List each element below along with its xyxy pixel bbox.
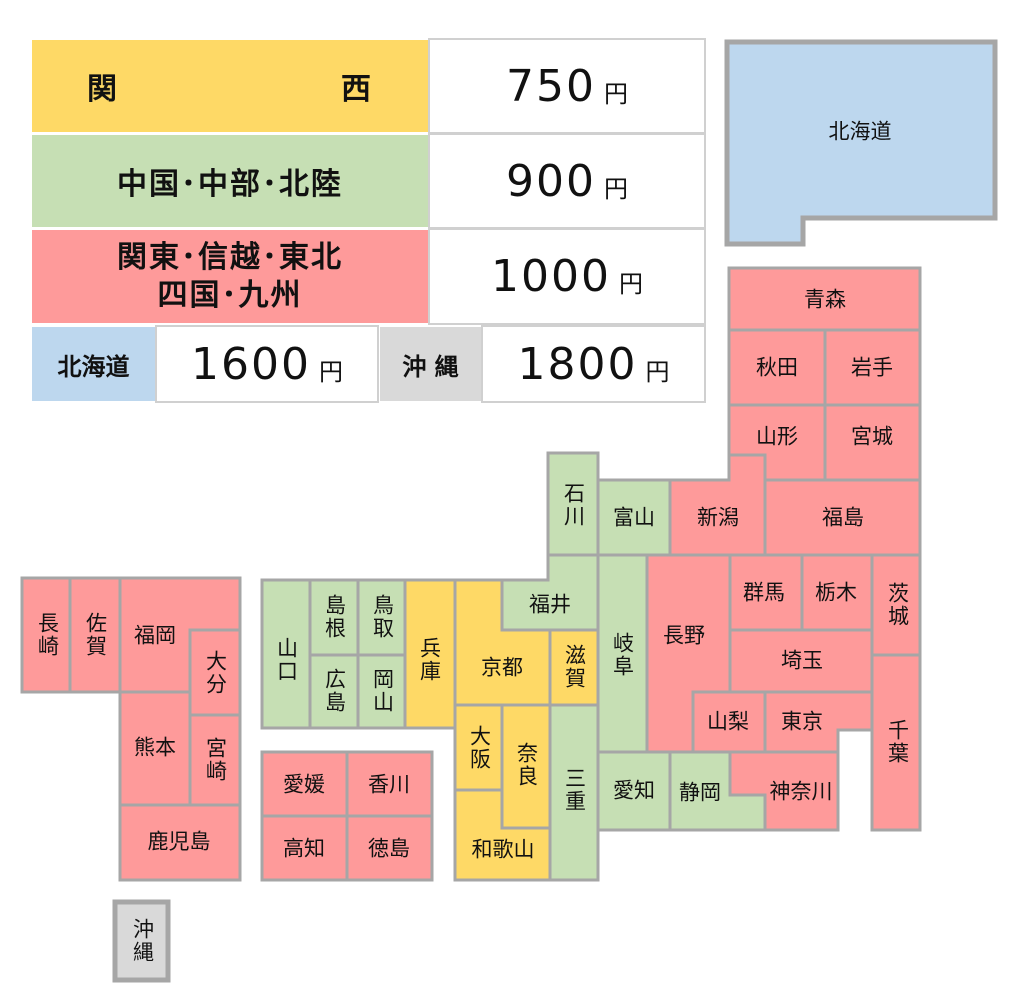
- prefecture-area: [453, 788, 552, 882]
- prefecture-label: 高知: [283, 836, 325, 861]
- yen-unit: 円: [603, 174, 628, 203]
- prefecture-label: 広島: [322, 668, 347, 714]
- kansai-char-1: 関: [87, 72, 119, 107]
- region-kanto-label: 関東･信越･東北 四国･九州: [32, 230, 428, 323]
- prefecture-label: 神奈川: [769, 779, 833, 804]
- prefecture-label: 奈良: [514, 742, 539, 788]
- prefecture-label: 東京: [781, 709, 823, 734]
- kanto-label-line-1: 関東･信越･東北: [117, 240, 343, 275]
- prefecture-label: 島根: [322, 594, 347, 640]
- prefecture-label: 埼玉: [781, 648, 823, 673]
- region-okinawa-label: 沖 縄: [380, 327, 481, 401]
- price-value: 900: [506, 155, 596, 207]
- prefecture-label: 鹿児島: [147, 829, 211, 854]
- prefecture-label: 滋賀: [562, 644, 587, 690]
- prefecture-label: 山形: [756, 424, 798, 449]
- region-hokkaido-label: 北海道: [32, 327, 155, 401]
- okinawa-label: 沖 縄: [402, 352, 459, 381]
- prefecture-area: [870, 653, 922, 832]
- kanto-label-line-2: 四国･九州: [157, 277, 303, 313]
- prefecture-label: 山梨: [707, 709, 749, 734]
- prefecture-label: 愛媛: [283, 772, 325, 797]
- prefecture-label: 岐阜: [610, 632, 635, 678]
- hokkaido-label: 北海道: [57, 352, 130, 381]
- prefecture-label: 青森: [804, 287, 846, 312]
- prefecture-label: 三重: [562, 767, 587, 813]
- region-chubu-label: 中国･中部･北陸: [32, 135, 428, 227]
- prefecture-label: 山口: [274, 637, 299, 683]
- prefecture-area: [356, 653, 407, 730]
- prefecture-label: 北海道: [828, 119, 892, 144]
- prefecture-label: 栃木: [815, 580, 857, 605]
- prefecture-label: 岩手: [851, 355, 893, 380]
- prefecture-area: [118, 803, 242, 882]
- prefecture-area: [724, 39, 998, 247]
- prefecture-label: 京都: [481, 655, 523, 680]
- prefecture-label: 茨城: [885, 582, 910, 628]
- prefecture-label: 新潟: [697, 505, 739, 530]
- prefecture-label: 石川: [561, 482, 586, 528]
- prefecture-label: 兵庫: [417, 637, 442, 683]
- prefecture-label: 徳島: [368, 836, 410, 861]
- prefecture-label: 静岡: [679, 780, 721, 805]
- kansai-char-2: 西: [341, 72, 373, 107]
- prefecture-area: [112, 899, 171, 983]
- prefecture-label: 岡山: [370, 668, 395, 714]
- prefecture-label: 大分: [203, 650, 228, 696]
- yen-unit: 円: [603, 79, 628, 108]
- price-value: 1800: [517, 338, 638, 390]
- prefecture-label: 群馬: [743, 580, 785, 605]
- price-value: 1600: [191, 338, 311, 390]
- prefecture-label: 沖縄: [130, 918, 155, 964]
- prefecture-label: 大阪: [467, 725, 492, 771]
- price-value: 1000: [491, 251, 611, 302]
- prefecture-label: 千葉: [885, 719, 910, 765]
- prefecture-label: 香川: [368, 772, 410, 797]
- prefecture-label: 熊本: [134, 735, 176, 760]
- prefecture-label: 宮城: [851, 424, 893, 449]
- yen-unit: 円: [645, 357, 670, 386]
- prefecture-label: 和歌山: [471, 837, 535, 862]
- prefecture-label: 長崎: [35, 612, 60, 658]
- prefecture-label: 鳥取: [370, 594, 395, 640]
- region-kansai-label: 関 西: [32, 40, 428, 132]
- prefecture-label: 長野: [663, 623, 705, 648]
- prefecture-label: 宮崎: [203, 737, 228, 783]
- price-value: 750: [506, 60, 596, 112]
- prefecture-label: 秋田: [756, 355, 798, 380]
- prefecture-label: 佐賀: [83, 612, 108, 658]
- prefecture-label: 福岡: [134, 623, 176, 648]
- prefecture-area: [345, 814, 434, 882]
- yen-unit: 円: [618, 270, 643, 298]
- prefecture-label: 富山: [613, 505, 655, 530]
- prefecture-label: 愛知: [613, 778, 655, 803]
- prefecture-label: 福島: [822, 505, 864, 530]
- prefecture-label: 福井: [529, 592, 571, 617]
- chubu-label: 中国･中部･北陸: [117, 167, 343, 202]
- yen-unit: 円: [318, 357, 343, 386]
